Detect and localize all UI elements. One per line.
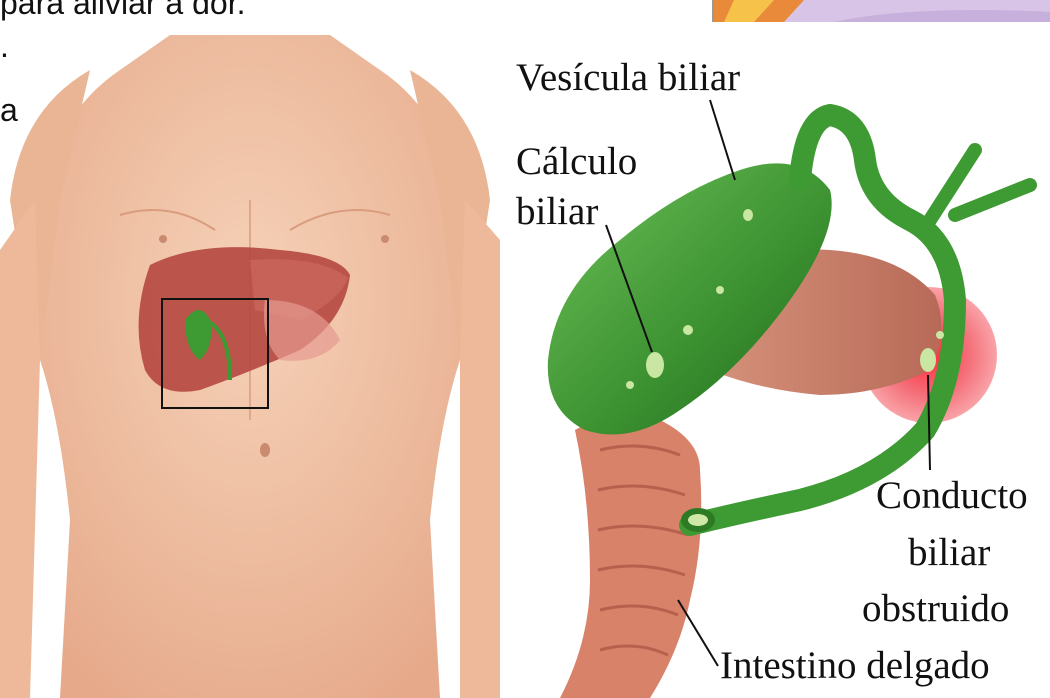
label-gallbladder: Vesícula biliar [516,58,740,97]
label-gallstone-line1: Cálculo [516,142,637,181]
label-duct-line3: obstruido [862,589,1009,628]
label-gallstone-line2: biliar [516,192,598,231]
label-duct-line2: biliar [908,533,990,572]
label-small-intestine: Intestino delgado [720,646,990,685]
small-intestine [560,417,701,698]
label-duct-line1: Conducto [876,476,1028,515]
